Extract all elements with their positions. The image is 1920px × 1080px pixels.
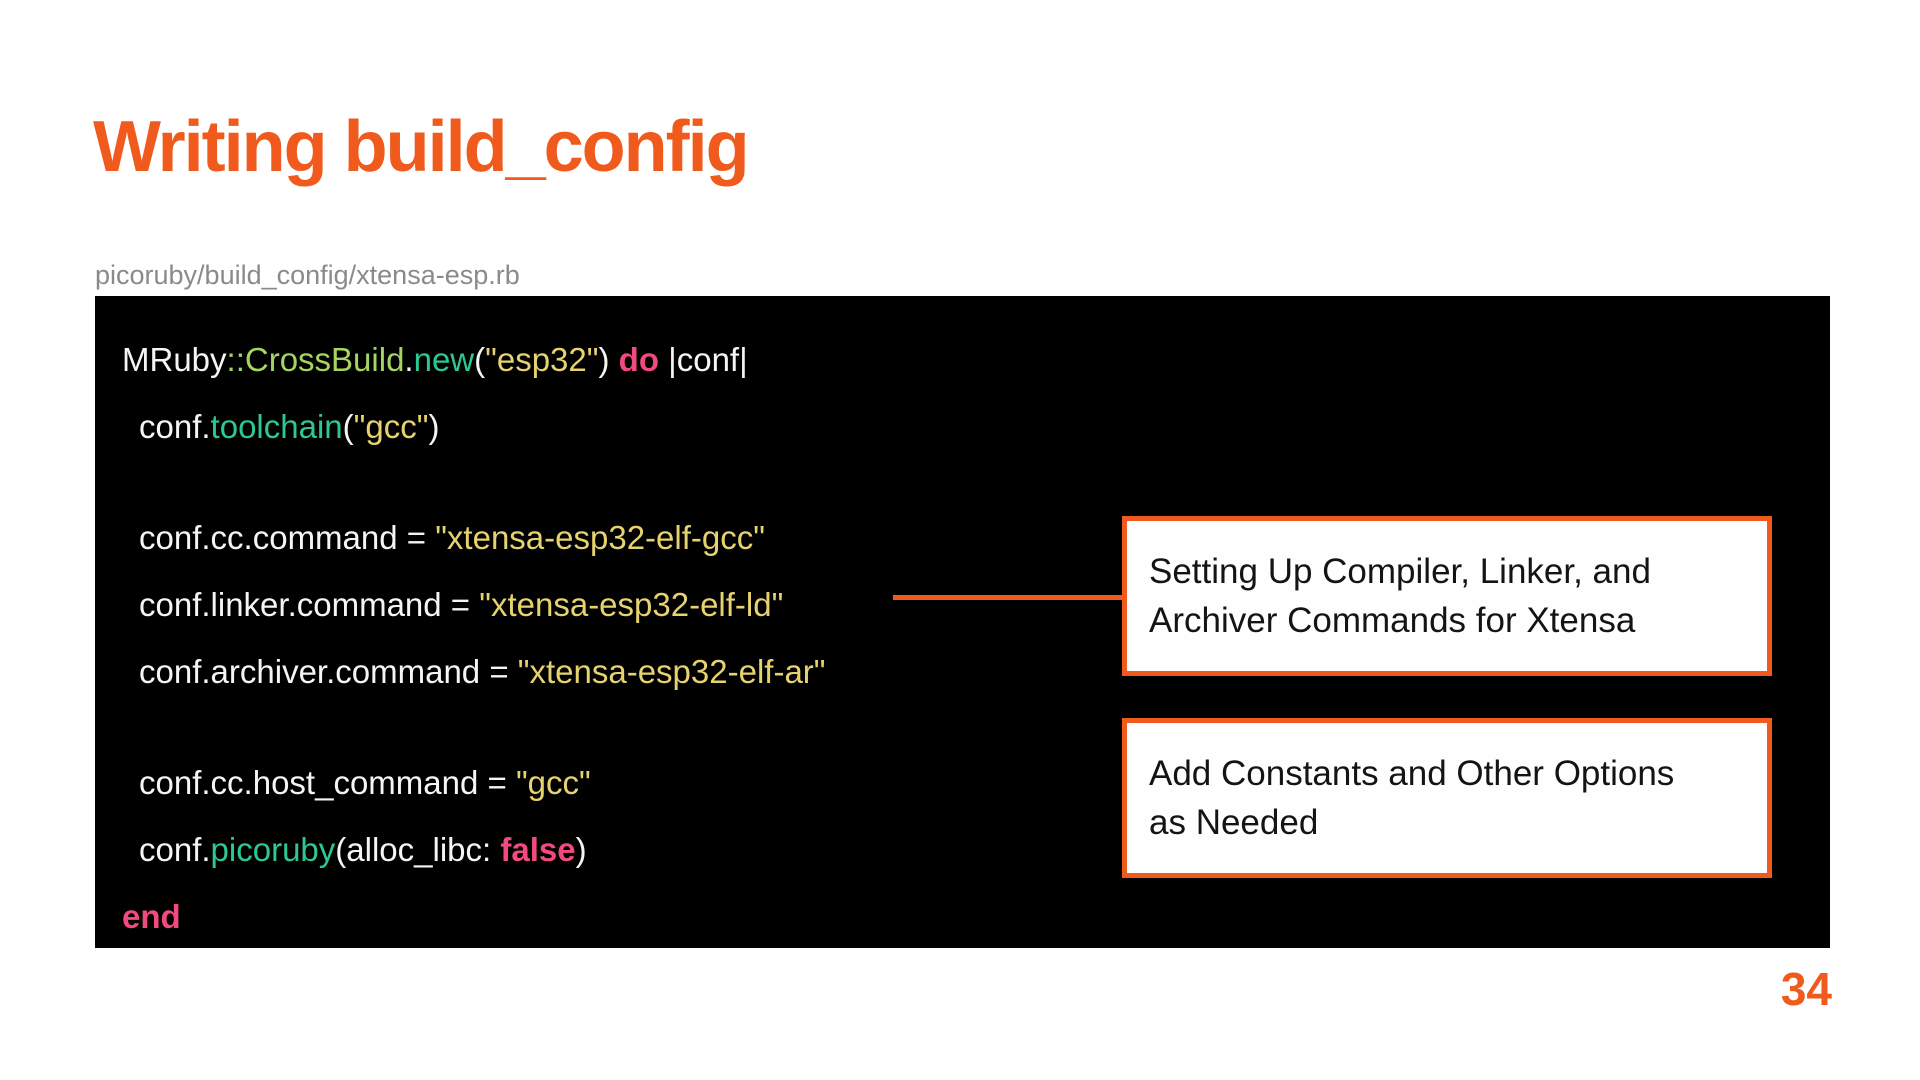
code-token: "esp32" <box>485 341 599 378</box>
code-line: conf.cc.host_command = "gcc" <box>139 749 1830 816</box>
code-line: conf.linker.command = "xtensa-esp32-elf-… <box>139 571 1830 638</box>
code-token: "xtensa-esp32-elf-ar" <box>517 653 826 690</box>
code-token: conf.cc.command = <box>139 519 436 556</box>
code-token: conf.linker.command = <box>139 586 480 623</box>
code-token: do <box>618 341 659 378</box>
code-token: ) <box>598 341 619 378</box>
code-lines: MRuby::CrossBuild.new("esp32") do |conf|… <box>122 326 1830 950</box>
code-blank-line <box>122 460 1830 504</box>
code-token: false <box>500 831 576 868</box>
code-token: conf.archiver.command = <box>139 653 518 690</box>
connector-line <box>893 595 1127 600</box>
code-token: "xtensa-esp32-elf-gcc" <box>435 519 765 556</box>
callout-text-line: Add Constants and Other Options <box>1149 754 1675 793</box>
code-token: ( <box>474 341 486 378</box>
code-line: end <box>122 883 1830 950</box>
file-path-label: picoruby/build_config/xtensa-esp.rb <box>95 260 520 290</box>
code-token: ) <box>428 408 440 445</box>
code-token: "gcc" <box>353 408 429 445</box>
code-line: conf.picoruby(alloc_libc: false) <box>139 816 1830 883</box>
code-token: picoruby <box>210 831 336 868</box>
code-token: "gcc" <box>515 764 591 801</box>
code-token: conf.cc.host_command = <box>139 764 516 801</box>
callout-text-line: as Needed <box>1149 803 1319 842</box>
code-token: MRuby <box>122 341 227 378</box>
code-line: conf.cc.command = "xtensa-esp32-elf-gcc" <box>139 504 1830 571</box>
code-token: . <box>404 341 414 378</box>
code-line: MRuby::CrossBuild.new("esp32") do |conf| <box>122 326 1830 393</box>
code-token: conf. <box>139 408 211 445</box>
callout-text-line: Setting Up Compiler, Linker, and <box>1149 552 1651 591</box>
code-token: (alloc_libc: <box>335 831 501 868</box>
code-token: "xtensa-esp32-elf-ld" <box>479 586 784 623</box>
code-token: end <box>122 898 181 935</box>
callout-text-line: Archiver Commands for Xtensa <box>1149 601 1636 640</box>
code-token: |conf| <box>658 341 748 378</box>
slide-title: Writing build_config <box>93 107 750 188</box>
code-token: new <box>413 341 475 378</box>
callout-add-constants: Add Constants and Other Options as Needed <box>1122 718 1772 878</box>
code-token: ::CrossBuild <box>226 341 405 378</box>
code-line: conf.archiver.command = "xtensa-esp32-el… <box>139 638 1830 705</box>
page-number: 34 <box>1780 963 1832 1015</box>
code-token: ( <box>342 408 354 445</box>
code-line: conf.toolchain("gcc") <box>139 393 1830 460</box>
code-token: toolchain <box>210 408 343 445</box>
code-token: conf. <box>139 831 211 868</box>
code-token: ) <box>575 831 587 868</box>
